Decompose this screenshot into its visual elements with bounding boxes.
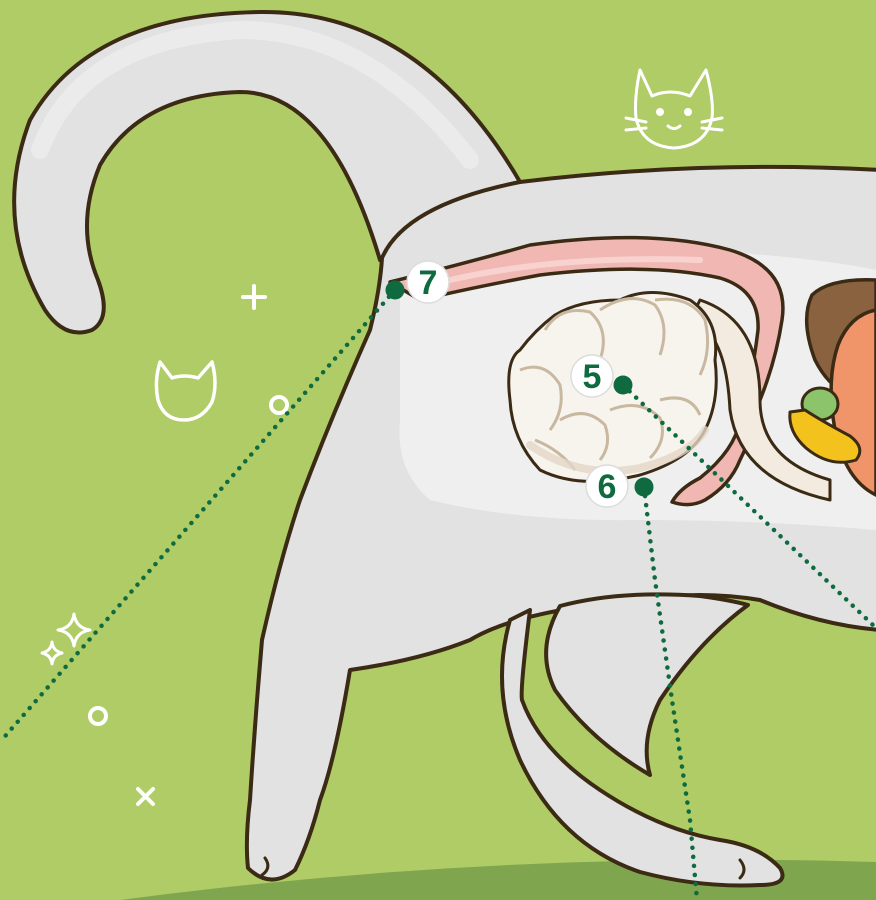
- plus-icon: [243, 286, 265, 308]
- badge-7[interactable]: 7: [407, 261, 449, 303]
- sparkle-icon: [42, 614, 90, 664]
- marker-dot-6: [635, 478, 654, 497]
- circle-icon: [90, 708, 106, 724]
- circle-icon: [271, 397, 287, 413]
- cat-face-icon: [626, 70, 722, 148]
- badge-5[interactable]: 5: [571, 355, 613, 397]
- leg-joint: [546, 594, 748, 775]
- marker-dot-5: [614, 376, 633, 395]
- label-6: 6: [598, 468, 617, 506]
- label-5: 5: [583, 358, 602, 396]
- badge-6[interactable]: 6: [586, 465, 628, 507]
- cross-icon: [138, 789, 153, 804]
- cat-head-outline-icon: [156, 362, 215, 420]
- label-7: 7: [419, 264, 438, 302]
- marker-dot-7: [386, 281, 405, 300]
